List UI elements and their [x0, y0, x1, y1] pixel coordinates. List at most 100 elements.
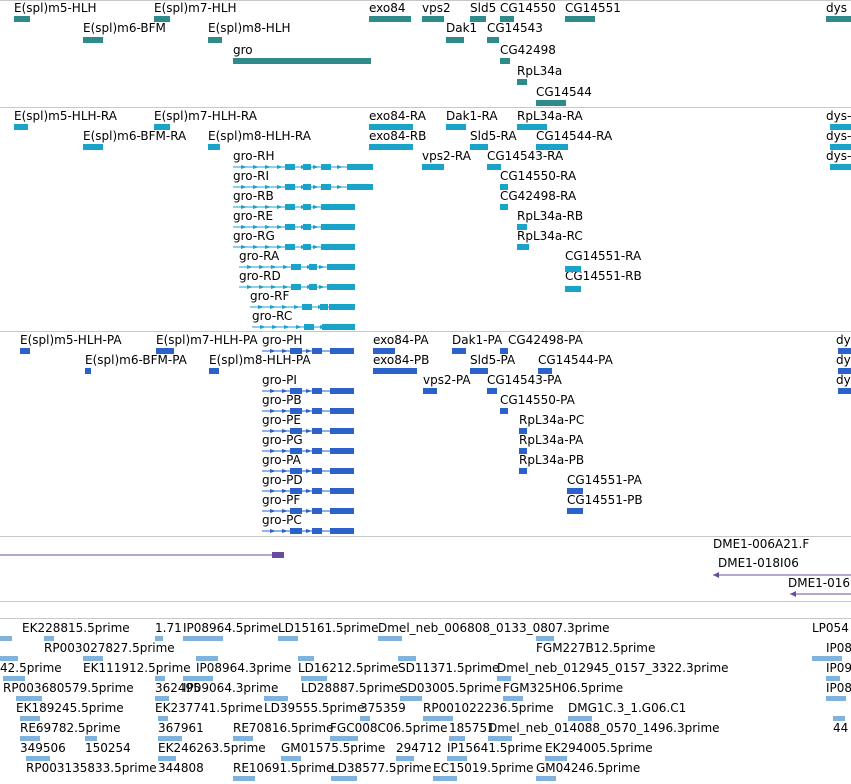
est-feature-label[interactable]: LD28887.5prime	[301, 681, 402, 695]
exon-block[interactable]	[312, 448, 322, 454]
est-feature-label[interactable]: RE69782.5prime	[20, 721, 121, 735]
transcripts-feature-label[interactable]: vps2-RA	[422, 149, 471, 163]
bac-feature-label[interactable]: DME1-006A21.F	[713, 537, 810, 551]
proteins-feature-label[interactable]: dy	[836, 333, 851, 347]
transcripts-feature-label[interactable]: exo84-RB	[369, 129, 427, 143]
transcript-glyph[interactable]	[565, 266, 581, 272]
est-feature-label[interactable]: 1.71	[155, 621, 182, 635]
est-feature-label[interactable]: EK237741.5prime	[155, 701, 263, 715]
est-glyph[interactable]	[568, 716, 592, 721]
est-glyph[interactable]	[83, 656, 103, 661]
proteins-feature-label[interactable]: gro-PF	[262, 493, 301, 507]
transcripts-feature-label[interactable]: gro-RG	[233, 229, 275, 243]
proteins-feature-label[interactable]: E(spl)m5-HLH-PA	[20, 333, 122, 347]
exon-block[interactable]	[312, 428, 322, 434]
gene-glyph[interactable]	[83, 37, 103, 43]
proteins-feature-label[interactable]: exo84-PA	[373, 333, 429, 347]
genes-feature-label[interactable]: gro	[233, 43, 253, 57]
bac-feature-label[interactable]: DME1-018I06	[718, 556, 799, 570]
est-glyph[interactable]	[155, 676, 165, 681]
protein-glyph[interactable]	[209, 368, 219, 374]
transcripts-feature-label[interactable]: CG14551-RB	[565, 269, 642, 283]
gene-glyph[interactable]	[565, 16, 595, 22]
protein-glyph[interactable]	[519, 448, 527, 454]
proteins-feature-label[interactable]: CG14544-PA	[538, 353, 613, 367]
transcripts-feature-label[interactable]: E(spl)m6-BFM-RA	[83, 129, 187, 143]
genes-feature-label[interactable]: CG14544	[536, 85, 592, 99]
exon-block[interactable]	[312, 388, 322, 394]
transcript-glyph[interactable]	[517, 124, 547, 130]
est-feature-label[interactable]: 44	[833, 721, 849, 735]
exon-block[interactable]	[312, 408, 322, 414]
transcripts-feature-label[interactable]: gro-RD	[239, 269, 281, 283]
gene-glyph[interactable]	[422, 16, 444, 22]
gene-glyph[interactable]	[233, 58, 371, 64]
est-feature-label[interactable]: LD15161.5prime	[278, 621, 379, 635]
est-glyph[interactable]	[16, 696, 42, 701]
gene-glyph[interactable]	[14, 16, 30, 22]
transcript-glyph[interactable]	[369, 124, 413, 130]
genes-feature-label[interactable]: exo84	[369, 1, 406, 15]
transcripts-feature-label[interactable]: CG14543-RA	[487, 149, 564, 163]
transcripts-feature-label[interactable]: E(spl)m8-HLH-RA	[208, 129, 311, 143]
transcript-glyph[interactable]	[369, 144, 413, 150]
transcripts-feature-label[interactable]: RpL34a-RA	[517, 109, 583, 123]
transcripts-feature-label[interactable]: Dak1-RA	[446, 109, 498, 123]
proteins-feature-label[interactable]: Sld5-PA	[470, 353, 516, 367]
est-glyph[interactable]	[488, 736, 512, 741]
transcript-glyph[interactable]	[487, 164, 501, 170]
exon-block[interactable]	[312, 488, 322, 494]
protein-glyph[interactable]	[500, 348, 508, 354]
proteins-feature-label[interactable]: RpL34a-PA	[519, 433, 584, 447]
est-feature-label[interactable]: 367961	[158, 721, 204, 735]
transcripts-feature-label[interactable]: exo84-RA	[369, 109, 426, 123]
est-glyph[interactable]	[85, 736, 97, 741]
est-feature-label[interactable]: IP09064.3prime	[183, 681, 279, 695]
est-feature-label[interactable]: DMG1C.3_1.G06.C1	[568, 701, 687, 715]
gene-glyph[interactable]	[536, 100, 566, 106]
transcripts-feature-label[interactable]: CG42498-RA	[500, 189, 577, 203]
est-feature-label[interactable]: FGC008C06.5prime	[330, 721, 448, 735]
est-glyph[interactable]	[158, 736, 182, 741]
est-feature-label[interactable]: RE10691.5prime	[233, 761, 334, 775]
transcripts-feature-label[interactable]: dys-	[826, 109, 851, 123]
est-glyph[interactable]	[44, 636, 54, 641]
proteins-feature-label[interactable]: E(spl)m8-HLH-PA	[209, 353, 311, 367]
transcript-glyph[interactable]	[536, 144, 568, 150]
exon-block[interactable]	[347, 184, 373, 190]
est-glyph[interactable]	[503, 696, 523, 701]
transcript-glyph[interactable]	[565, 286, 581, 292]
est-feature-label[interactable]: IP15641.5prime	[447, 741, 543, 755]
transcripts-feature-label[interactable]: gro-RC	[252, 309, 293, 323]
est-glyph[interactable]	[233, 736, 253, 741]
bac-glyph[interactable]	[272, 552, 284, 558]
exon-block[interactable]	[347, 164, 373, 170]
est-feature-label[interactable]: 375359	[360, 701, 406, 715]
protein-glyph[interactable]	[452, 348, 466, 354]
protein-glyph[interactable]	[85, 368, 91, 374]
transcript-glyph[interactable]	[517, 224, 527, 230]
transcript-glyph[interactable]	[83, 144, 103, 150]
transcripts-feature-label[interactable]: Sld5-RA	[470, 129, 517, 143]
proteins-feature-label[interactable]: gro-PD	[262, 473, 303, 487]
est-feature-label[interactable]: Dmel_neb_012945_0157_3322.3prime	[497, 661, 729, 675]
est-glyph[interactable]	[396, 756, 414, 761]
genes-feature-label[interactable]: E(spl)m8-HLH	[208, 21, 291, 35]
est-feature-label[interactable]: Dmel_neb_006808_0133_0807.3prime	[378, 621, 610, 635]
est-glyph[interactable]	[812, 656, 842, 661]
est-feature-label[interactable]: 349506	[20, 741, 66, 755]
gene-glyph[interactable]	[500, 16, 514, 22]
est-glyph[interactable]	[826, 676, 840, 681]
protein-glyph[interactable]	[373, 368, 417, 374]
gene-glyph[interactable]	[826, 16, 851, 22]
est-glyph[interactable]	[0, 656, 18, 661]
est-glyph[interactable]	[155, 636, 163, 641]
est-glyph[interactable]	[155, 696, 169, 701]
proteins-feature-label[interactable]: CG14551-PA	[567, 473, 642, 487]
proteins-feature-label[interactable]: RpL34a-PB	[519, 453, 585, 467]
protein-glyph[interactable]	[838, 368, 851, 374]
est-glyph[interactable]	[298, 656, 314, 661]
est-feature-label[interactable]: 294712	[396, 741, 442, 755]
transcript-glyph[interactable]	[830, 164, 851, 170]
